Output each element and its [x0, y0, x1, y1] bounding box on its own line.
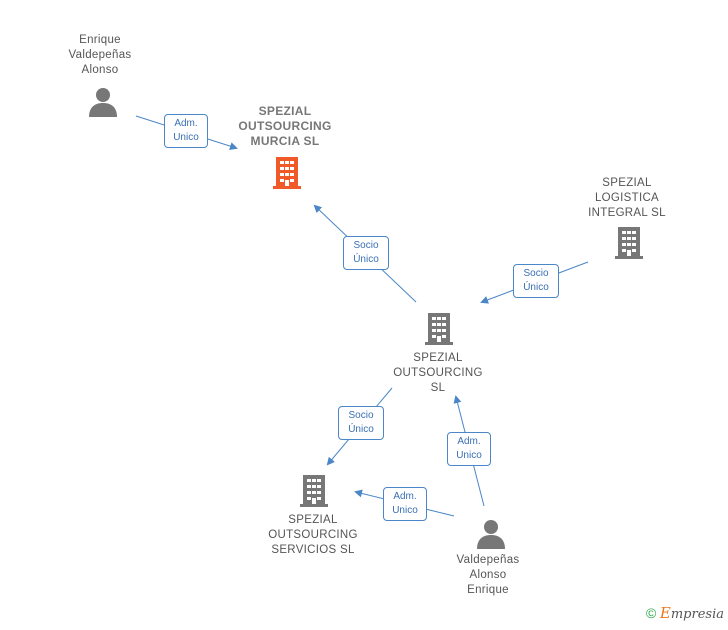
edge-label-adm-unico: Adm. Unico: [164, 114, 208, 148]
building-icon[interactable]: [614, 226, 644, 260]
edge-label-adm-unico: Adm. Unico: [447, 432, 491, 466]
building-icon[interactable]: [299, 474, 329, 508]
company-outsourcing-label[interactable]: SPEZIAL OUTSOURCING SL: [393, 352, 483, 394]
edge-label-socio-unico: Socio Único: [338, 406, 384, 440]
brand-name: mpresia: [670, 607, 724, 622]
brand-initial: E: [659, 604, 671, 622]
person-icon[interactable]: [88, 86, 118, 118]
edge-label-socio-unico: Socio Único: [513, 264, 559, 298]
building-icon[interactable]: [272, 156, 302, 190]
company-murcia-label[interactable]: SPEZIAL OUTSOURCING MURCIA SL: [238, 104, 332, 148]
copyright-symbol: ©: [645, 605, 657, 621]
person-top-label[interactable]: Enrique Valdepeñas Alonso: [68, 34, 132, 76]
company-logistica-label[interactable]: SPEZIAL LOGISTICA INTEGRAL SL: [588, 177, 666, 219]
building-icon[interactable]: [424, 312, 454, 346]
edge-label-socio-unico: Socio Único: [343, 236, 389, 270]
edge-label-adm-unico: Adm. Unico: [383, 487, 427, 521]
person-icon[interactable]: [476, 518, 506, 550]
company-servicios-label[interactable]: SPEZIAL OUTSOURCING SERVICIOS SL: [268, 514, 358, 556]
empresia-logo: © Empresia: [646, 604, 724, 622]
person-bottom-label[interactable]: Valdepeñas Alonso Enrique: [456, 554, 520, 596]
